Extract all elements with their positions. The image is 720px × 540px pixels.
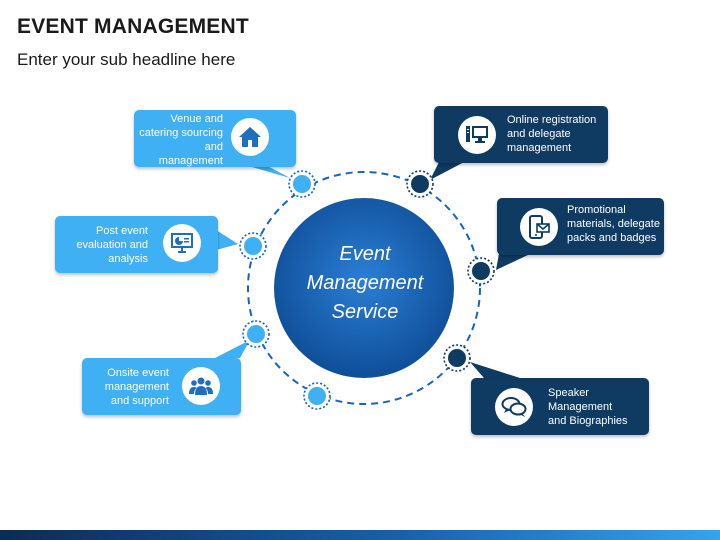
footer-bar (0, 530, 720, 540)
onsite-callout-text: Onsite event management and support (105, 366, 169, 408)
promotional-callout: Promotional materials, delegate packs an… (497, 198, 664, 255)
computer-icon (458, 116, 496, 154)
center-label-line-1: Event (339, 243, 391, 265)
center-label-line-3: Service (331, 301, 399, 323)
online-registration-callout: Online registration and delegate managem… (434, 106, 608, 163)
promotional-callout-text: Promotional materials, delegate packs an… (567, 203, 660, 245)
onsite-callout: Onsite event management and support (82, 358, 241, 415)
speech-bubbles-icon (495, 388, 533, 426)
venue-line-2: catering sourcing (139, 127, 223, 139)
onsite-line-2: management (104, 381, 169, 393)
page-subtitle: Enter your sub headline here (17, 50, 236, 69)
post-event-callout-text: Post event evaluation and analysis (76, 224, 148, 266)
home-icon (231, 118, 269, 156)
venue-connector-dot (288, 170, 316, 198)
page-title: EVENT MANAGEMENT (17, 15, 249, 38)
promotional-line-1: Promotional (567, 204, 626, 216)
promotional-line-2: materials, delegate (567, 218, 660, 230)
online-registration-callout-text: Online registration and delegate managem… (507, 113, 596, 155)
venue-callout-text: Venue and catering sourcing and manageme… (139, 112, 223, 168)
center-circle (274, 198, 454, 378)
people-group-icon (182, 367, 220, 405)
venue-line-1: Venue and (170, 113, 223, 125)
online-registration-line-2: and delegate (507, 128, 571, 140)
speaker-callout-text: Speaker Management and Biographies (548, 386, 628, 428)
center-label-line-2: Management (306, 272, 424, 294)
promotional-line-3: packs and badges (567, 232, 657, 244)
onsite-connector-dot (242, 320, 270, 348)
onsite-line-1: Onsite event (107, 367, 169, 379)
onsite-callout-tail (215, 340, 250, 358)
bottom-connector-dot (303, 382, 331, 410)
online-registration-connector-dot (406, 170, 434, 198)
online-registration-line-1: Online registration (507, 114, 597, 126)
post-event-line-2: evaluation and (76, 239, 148, 251)
venue-line-4: management (158, 155, 223, 167)
center-label: Event Management Service (280, 240, 450, 327)
speaker-connector-dot (443, 344, 471, 372)
speaker-line-3: and Biographies (548, 415, 628, 427)
speaker-callout: Speaker Management and Biographies (471, 378, 649, 435)
post-event-callout: Post event evaluation and analysis (55, 216, 218, 273)
promotional-connector-dot (467, 257, 495, 285)
post-event-line-1: Post event (96, 225, 148, 237)
speaker-line-1: Speaker (548, 387, 589, 399)
dashed-ring (247, 171, 481, 405)
speaker-line-2: Management (548, 401, 613, 413)
post-event-callout-tail (216, 230, 238, 250)
venue-line-3: and (204, 141, 223, 153)
online-registration-callout-tail (430, 160, 468, 180)
mobile-mail-icon (520, 208, 558, 246)
post-event-line-3: analysis (108, 253, 148, 265)
online-registration-line-3: management (507, 142, 572, 154)
presentation-chart-icon (163, 224, 201, 262)
onsite-line-3: and support (110, 395, 169, 407)
venue-callout: Venue and catering sourcing and manageme… (134, 110, 296, 167)
post-event-connector-dot (239, 232, 267, 260)
